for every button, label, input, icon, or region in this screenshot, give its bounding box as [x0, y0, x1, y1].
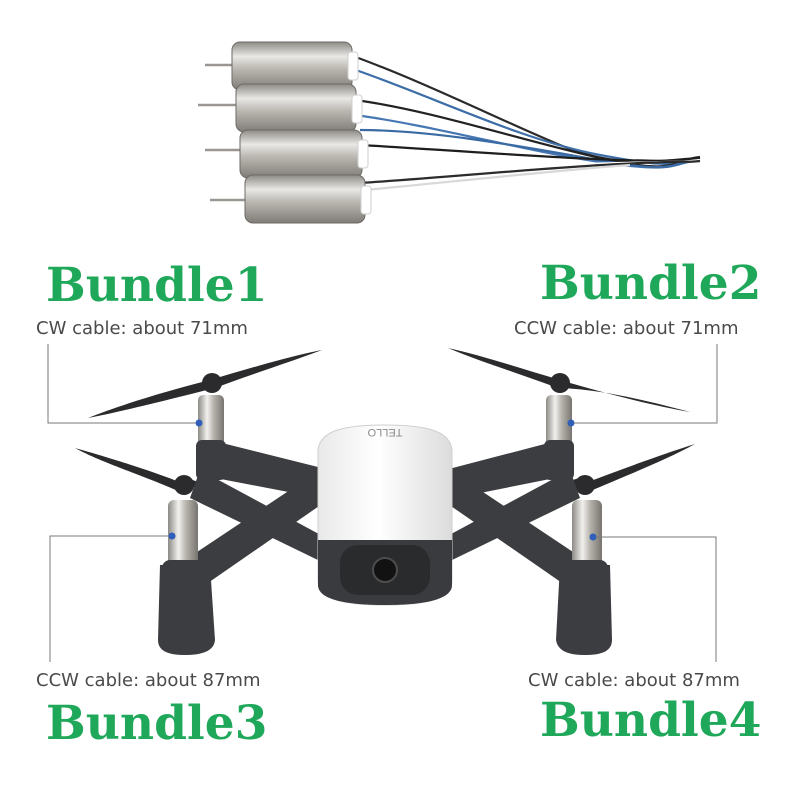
- motor-icon: [231, 41, 372, 224]
- bundle1-title: Bundle1: [46, 258, 268, 313]
- bundle2-title: Bundle2: [540, 256, 762, 311]
- camera-lens: [372, 557, 398, 583]
- bundle4-title: Bundle4: [540, 693, 762, 748]
- drone-icon: TELLO: [75, 348, 695, 655]
- bundle1-cable-label: CW cable: about 71mm: [36, 318, 248, 339]
- bundle3-cable-label: CCW cable: about 87mm: [36, 670, 261, 691]
- bundle4-cable-label: CW cable: about 87mm: [528, 670, 740, 691]
- leader-lines: [47, 344, 718, 662]
- bundle2-cable-label: CCW cable: about 71mm: [514, 318, 739, 339]
- drone-brand-label: TELLO: [367, 426, 402, 438]
- motor-bundle-photo: [198, 41, 701, 224]
- bundle3-title: Bundle3: [46, 696, 268, 751]
- motor-wires: [349, 53, 701, 192]
- motor-markers: [168, 419, 597, 541]
- motor-shafts: [198, 63, 245, 202]
- propeller-icon: [88, 348, 690, 418]
